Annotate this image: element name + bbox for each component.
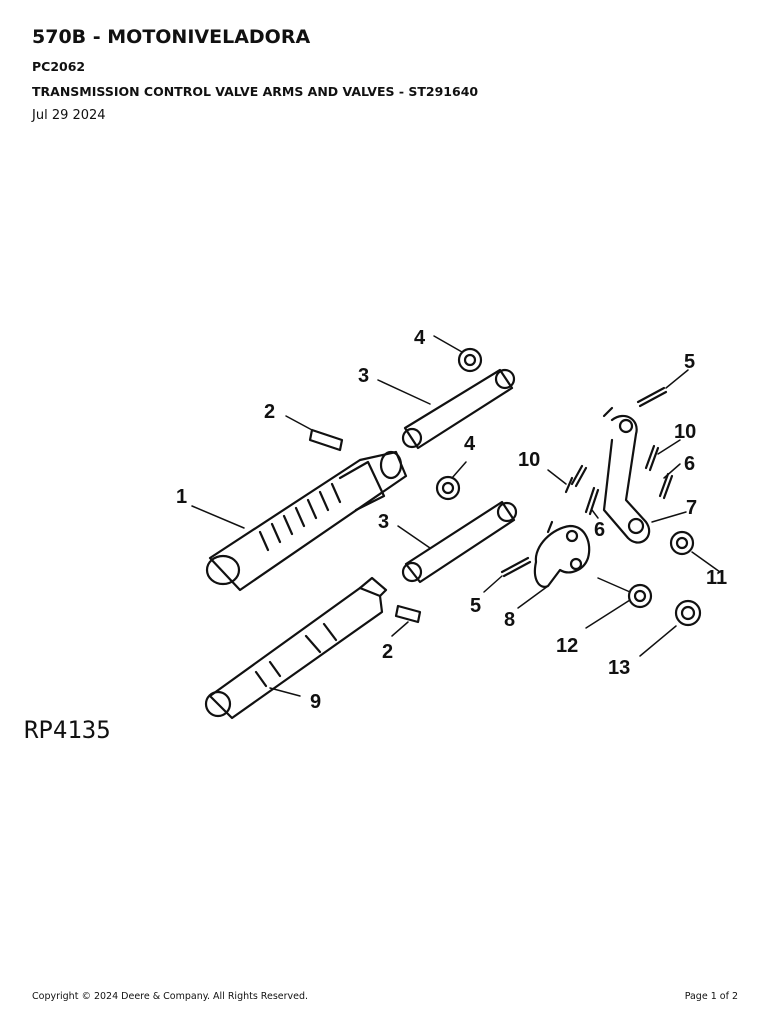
part-3-link-upper [401, 368, 516, 450]
part-9-valve-spool [204, 576, 388, 720]
callout-11: 11 [706, 567, 727, 589]
model-code: PC2062 [32, 59, 86, 74]
callout-4-lower: 4 [464, 433, 476, 455]
page-number: Page 1 of 2 [684, 991, 738, 1002]
page-title: 570B - MOTONIVELADORA [32, 26, 311, 48]
callout-6-right: 6 [684, 453, 695, 475]
parts-diagram: 1 2 2 3 3 4 4 5 5 6 6 7 8 9 10 10 11 12 … [24, 327, 727, 744]
callout-13: 13 [608, 657, 630, 679]
part-4-nut-upper [457, 347, 483, 373]
callout-2-lower: 2 [382, 641, 393, 663]
part-11-nut [669, 530, 695, 556]
figure-id: RP4135 [24, 716, 111, 744]
part-1-valve-spool [205, 450, 408, 592]
part-2-pin-lower [394, 604, 422, 624]
part-12-washer [627, 583, 653, 609]
page-date: Jul 29 2024 [32, 108, 106, 123]
part-3-link-lower [401, 500, 518, 584]
part-8-bellcrank [533, 520, 591, 588]
page-subtitle: TRANSMISSION CONTROL VALVE ARMS AND VALV… [32, 84, 479, 99]
copyright: Copyright © 2024 Deere & Company. All Ri… [32, 991, 309, 1002]
callout-5-lower: 5 [470, 595, 481, 617]
part-5-pin-upper [636, 386, 668, 408]
callout-10-right: 10 [674, 421, 696, 443]
callout-1: 1 [176, 486, 187, 508]
callout-3-upper: 3 [358, 365, 369, 387]
part-5-pin-lower [500, 556, 532, 578]
part-10-bolt-right [644, 444, 660, 472]
callout-4-upper: 4 [414, 327, 426, 349]
part-4-nut-lower [435, 475, 461, 501]
callout-12: 12 [556, 635, 578, 657]
callout-9: 9 [310, 691, 321, 713]
callout-3-lower: 3 [378, 511, 389, 533]
part-2-pin-upper [308, 428, 344, 452]
callout-5-upper: 5 [684, 351, 695, 373]
part-7-control-arm [602, 406, 651, 544]
part-6-bolt-right [658, 472, 674, 500]
part-10-bolt-left [564, 464, 588, 494]
callout-8: 8 [504, 609, 515, 631]
callout-10-left: 10 [518, 449, 540, 471]
part-13-washer [674, 599, 702, 627]
callout-2-upper: 2 [264, 401, 275, 423]
callout-7: 7 [686, 497, 697, 519]
callout-6-left: 6 [594, 519, 605, 541]
